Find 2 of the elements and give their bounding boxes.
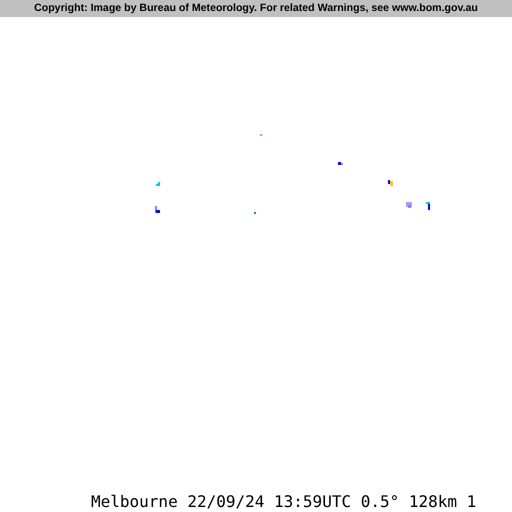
copyright-banner: Copyright: Image by Bureau of Meteorology. For related Warnings, see www.bom.gov.au bbox=[0, 0, 512, 17]
radar-info-caption: Melbourne 22/09/24 13:59UTC 0.5° 128km 1 bbox=[91, 493, 476, 511]
